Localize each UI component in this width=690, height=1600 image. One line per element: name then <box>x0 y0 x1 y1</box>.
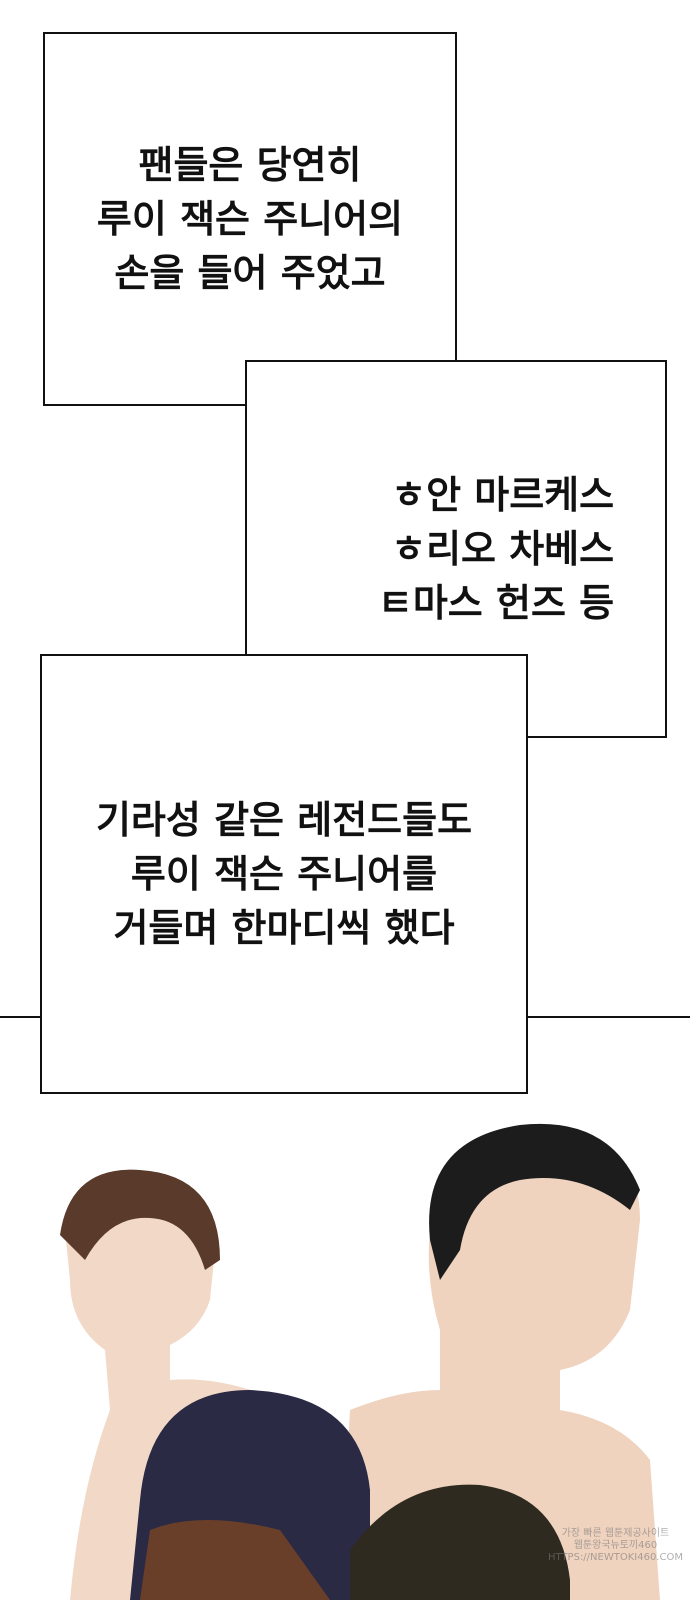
watermark-line: 가장 빠른 웹툰제공사이트 <box>561 1528 670 1539</box>
caption-text-1: 팬들은 당연히 루이 잭슨 주니어의 손을 들어 주었고 <box>96 143 404 295</box>
watermark-line: HTTPS://NEWTOKI460.COM <box>548 1552 683 1563</box>
caption-box-1: 팬들은 당연히 루이 잭슨 주니어의 손을 들어 주었고 <box>43 32 457 406</box>
boxers-illustration <box>60 1123 660 1600</box>
caption-box-3: 기라성 같은 레전드들도 루이 잭슨 주니어를 거들며 한마디씩 했다 <box>40 654 528 1094</box>
watermark: 가장 빠른 웹툰제공사이트 웹툰왕국뉴토끼460 HTTPS://NEWTOKI… <box>548 1528 683 1564</box>
caption-text-2: ㅎ안 마르케스 ㅎ리오 차베스 ㅌ마스 헌즈 등 <box>377 473 615 625</box>
watermark-line: 웹툰왕국뉴토끼460 <box>573 1540 658 1551</box>
caption-text-3: 기라성 같은 레전드들도 루이 잭슨 주니어를 거들며 한마디씩 했다 <box>95 798 473 950</box>
